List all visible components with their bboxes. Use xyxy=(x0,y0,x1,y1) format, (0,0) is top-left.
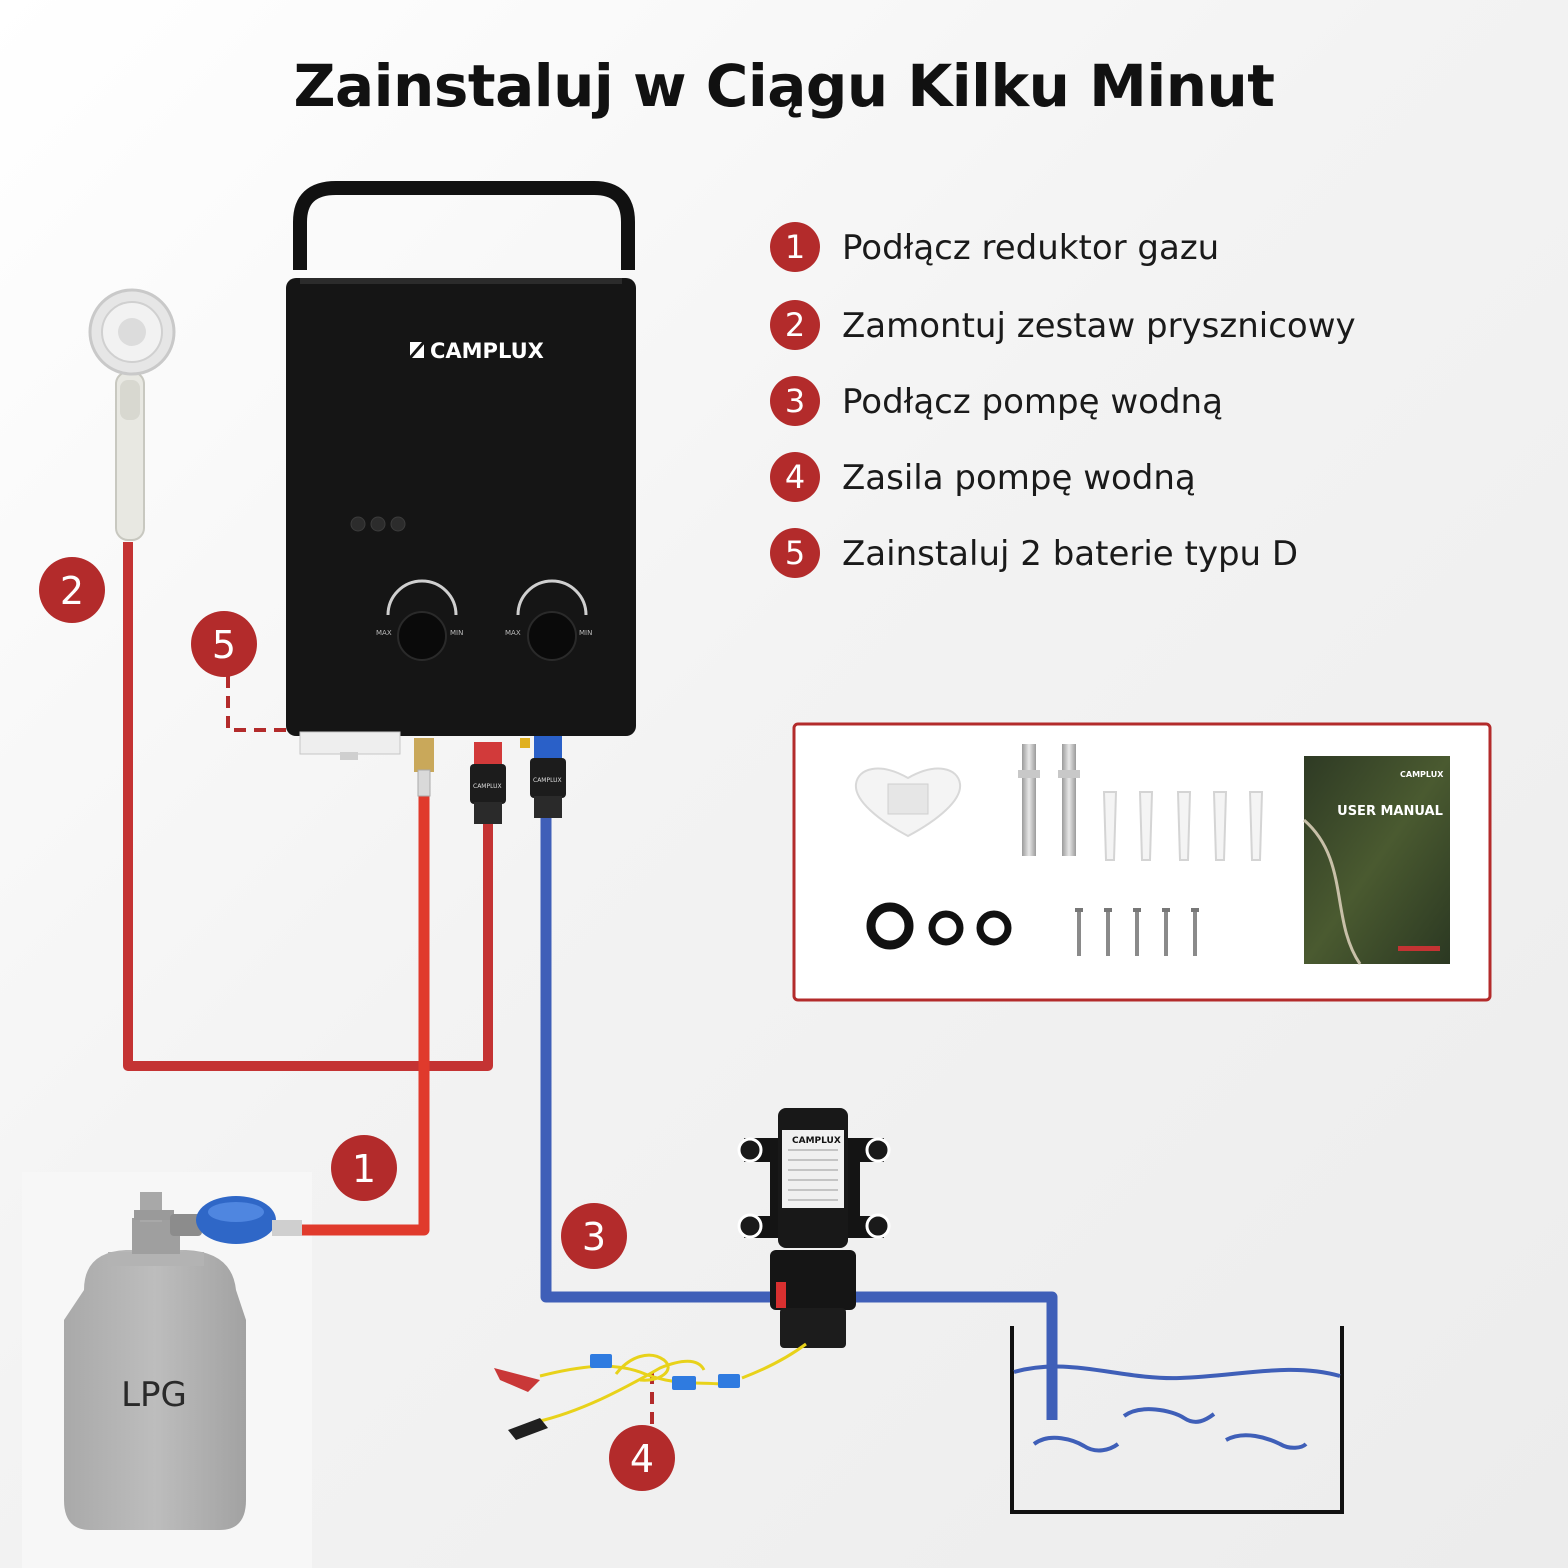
badge-power-number: 4 xyxy=(630,1437,654,1481)
wall-plug-icon xyxy=(1102,791,1118,861)
step-number: 1 xyxy=(770,222,820,272)
badge-pump: 3 xyxy=(561,1203,627,1269)
gas-regulator xyxy=(170,1196,302,1244)
wall-plug-icon xyxy=(1138,791,1154,861)
step-text: Podłącz reduktor gazu xyxy=(842,228,1220,268)
screw-icon xyxy=(1104,908,1112,956)
heater-handle xyxy=(293,181,635,270)
step-text: Zamontuj zestaw prysznicowy xyxy=(842,306,1356,346)
screw-icon xyxy=(1191,908,1199,956)
hot-water-connector xyxy=(470,742,506,824)
shower-head-icon xyxy=(88,288,176,541)
page-title: Zainstaluj w Ciągu Kilku Minut xyxy=(293,52,1275,120)
screw-icon xyxy=(1133,908,1141,956)
badge-shower-number: 2 xyxy=(60,569,84,613)
water-inlet-hose xyxy=(540,800,790,1303)
step-text: Zasila pompę wodną xyxy=(842,458,1196,498)
power-cable-set xyxy=(494,1342,807,1440)
pump-brand: CAMPLUX xyxy=(792,1136,841,1146)
knob-min-label: MIN xyxy=(450,629,463,637)
step-number: 4 xyxy=(770,452,820,502)
badge-power: 4 xyxy=(609,1425,675,1491)
gas-inlet-fitting xyxy=(414,738,434,772)
heater-brand: CAMPLUX xyxy=(430,339,544,363)
manual-title: USER MANUAL xyxy=(1337,804,1443,819)
screw-icon xyxy=(1162,908,1170,956)
rubber-washer-icon xyxy=(928,910,964,946)
battery-leader-line xyxy=(226,676,300,732)
badge-shower: 2 xyxy=(39,557,105,623)
manual-brand: CAMPLUX xyxy=(1400,770,1444,779)
step-text: Podłącz pompę wodną xyxy=(842,382,1223,422)
knob-max-label: MAX xyxy=(376,629,392,637)
step-text: Zainstaluj 2 baterie typu D xyxy=(842,534,1299,574)
expansion-bolt-icon xyxy=(1058,744,1080,856)
water-tank xyxy=(1010,1326,1344,1514)
cylinder-label: LPG xyxy=(121,1375,187,1415)
water-pump xyxy=(737,1108,891,1348)
knob-max-label: MAX xyxy=(505,629,521,637)
step-number: 5 xyxy=(770,528,820,578)
badge-gas-number: 1 xyxy=(352,1147,376,1191)
battery-box xyxy=(299,731,401,755)
gas-control-knob[interactable] xyxy=(386,579,458,661)
camplux-logo-icon xyxy=(408,341,426,359)
blue-connector-label: CAMPLUX xyxy=(533,777,562,784)
indicator-light xyxy=(390,516,406,532)
badge-battery-number: 5 xyxy=(212,623,236,667)
knob-min-label: MIN xyxy=(579,629,592,637)
indicator-light xyxy=(350,516,366,532)
water-intake-hose xyxy=(850,1291,1058,1420)
step-number: 3 xyxy=(770,376,820,426)
water-control-knob[interactable] xyxy=(516,579,588,661)
user-manual-icon xyxy=(1303,756,1450,965)
expansion-bolt-icon xyxy=(1018,744,1040,856)
badge-pump-number: 3 xyxy=(582,1215,606,1259)
indicator-light xyxy=(370,516,386,532)
step-number: 2 xyxy=(770,300,820,350)
wall-plug-icon xyxy=(1212,791,1228,861)
badge-gas: 1 xyxy=(331,1135,397,1201)
lpg-cylinder xyxy=(64,1192,246,1530)
shower-hose xyxy=(123,542,493,1071)
wall-plug-icon xyxy=(1248,791,1264,861)
badge-battery: 5 xyxy=(191,611,257,677)
water-heater: CAMPLUX MAX MIN MAX MIN CAMPLUX xyxy=(286,181,636,824)
rubber-washer-icon xyxy=(976,910,1012,946)
gas-hose xyxy=(300,790,430,1236)
shower-bracket-icon xyxy=(854,767,962,838)
screw-icon xyxy=(1075,908,1083,956)
wall-plug-icon xyxy=(1176,791,1192,861)
rubber-washer-icon xyxy=(866,902,914,950)
cold-water-connector xyxy=(530,736,566,818)
red-connector-label: CAMPLUX xyxy=(473,783,502,790)
